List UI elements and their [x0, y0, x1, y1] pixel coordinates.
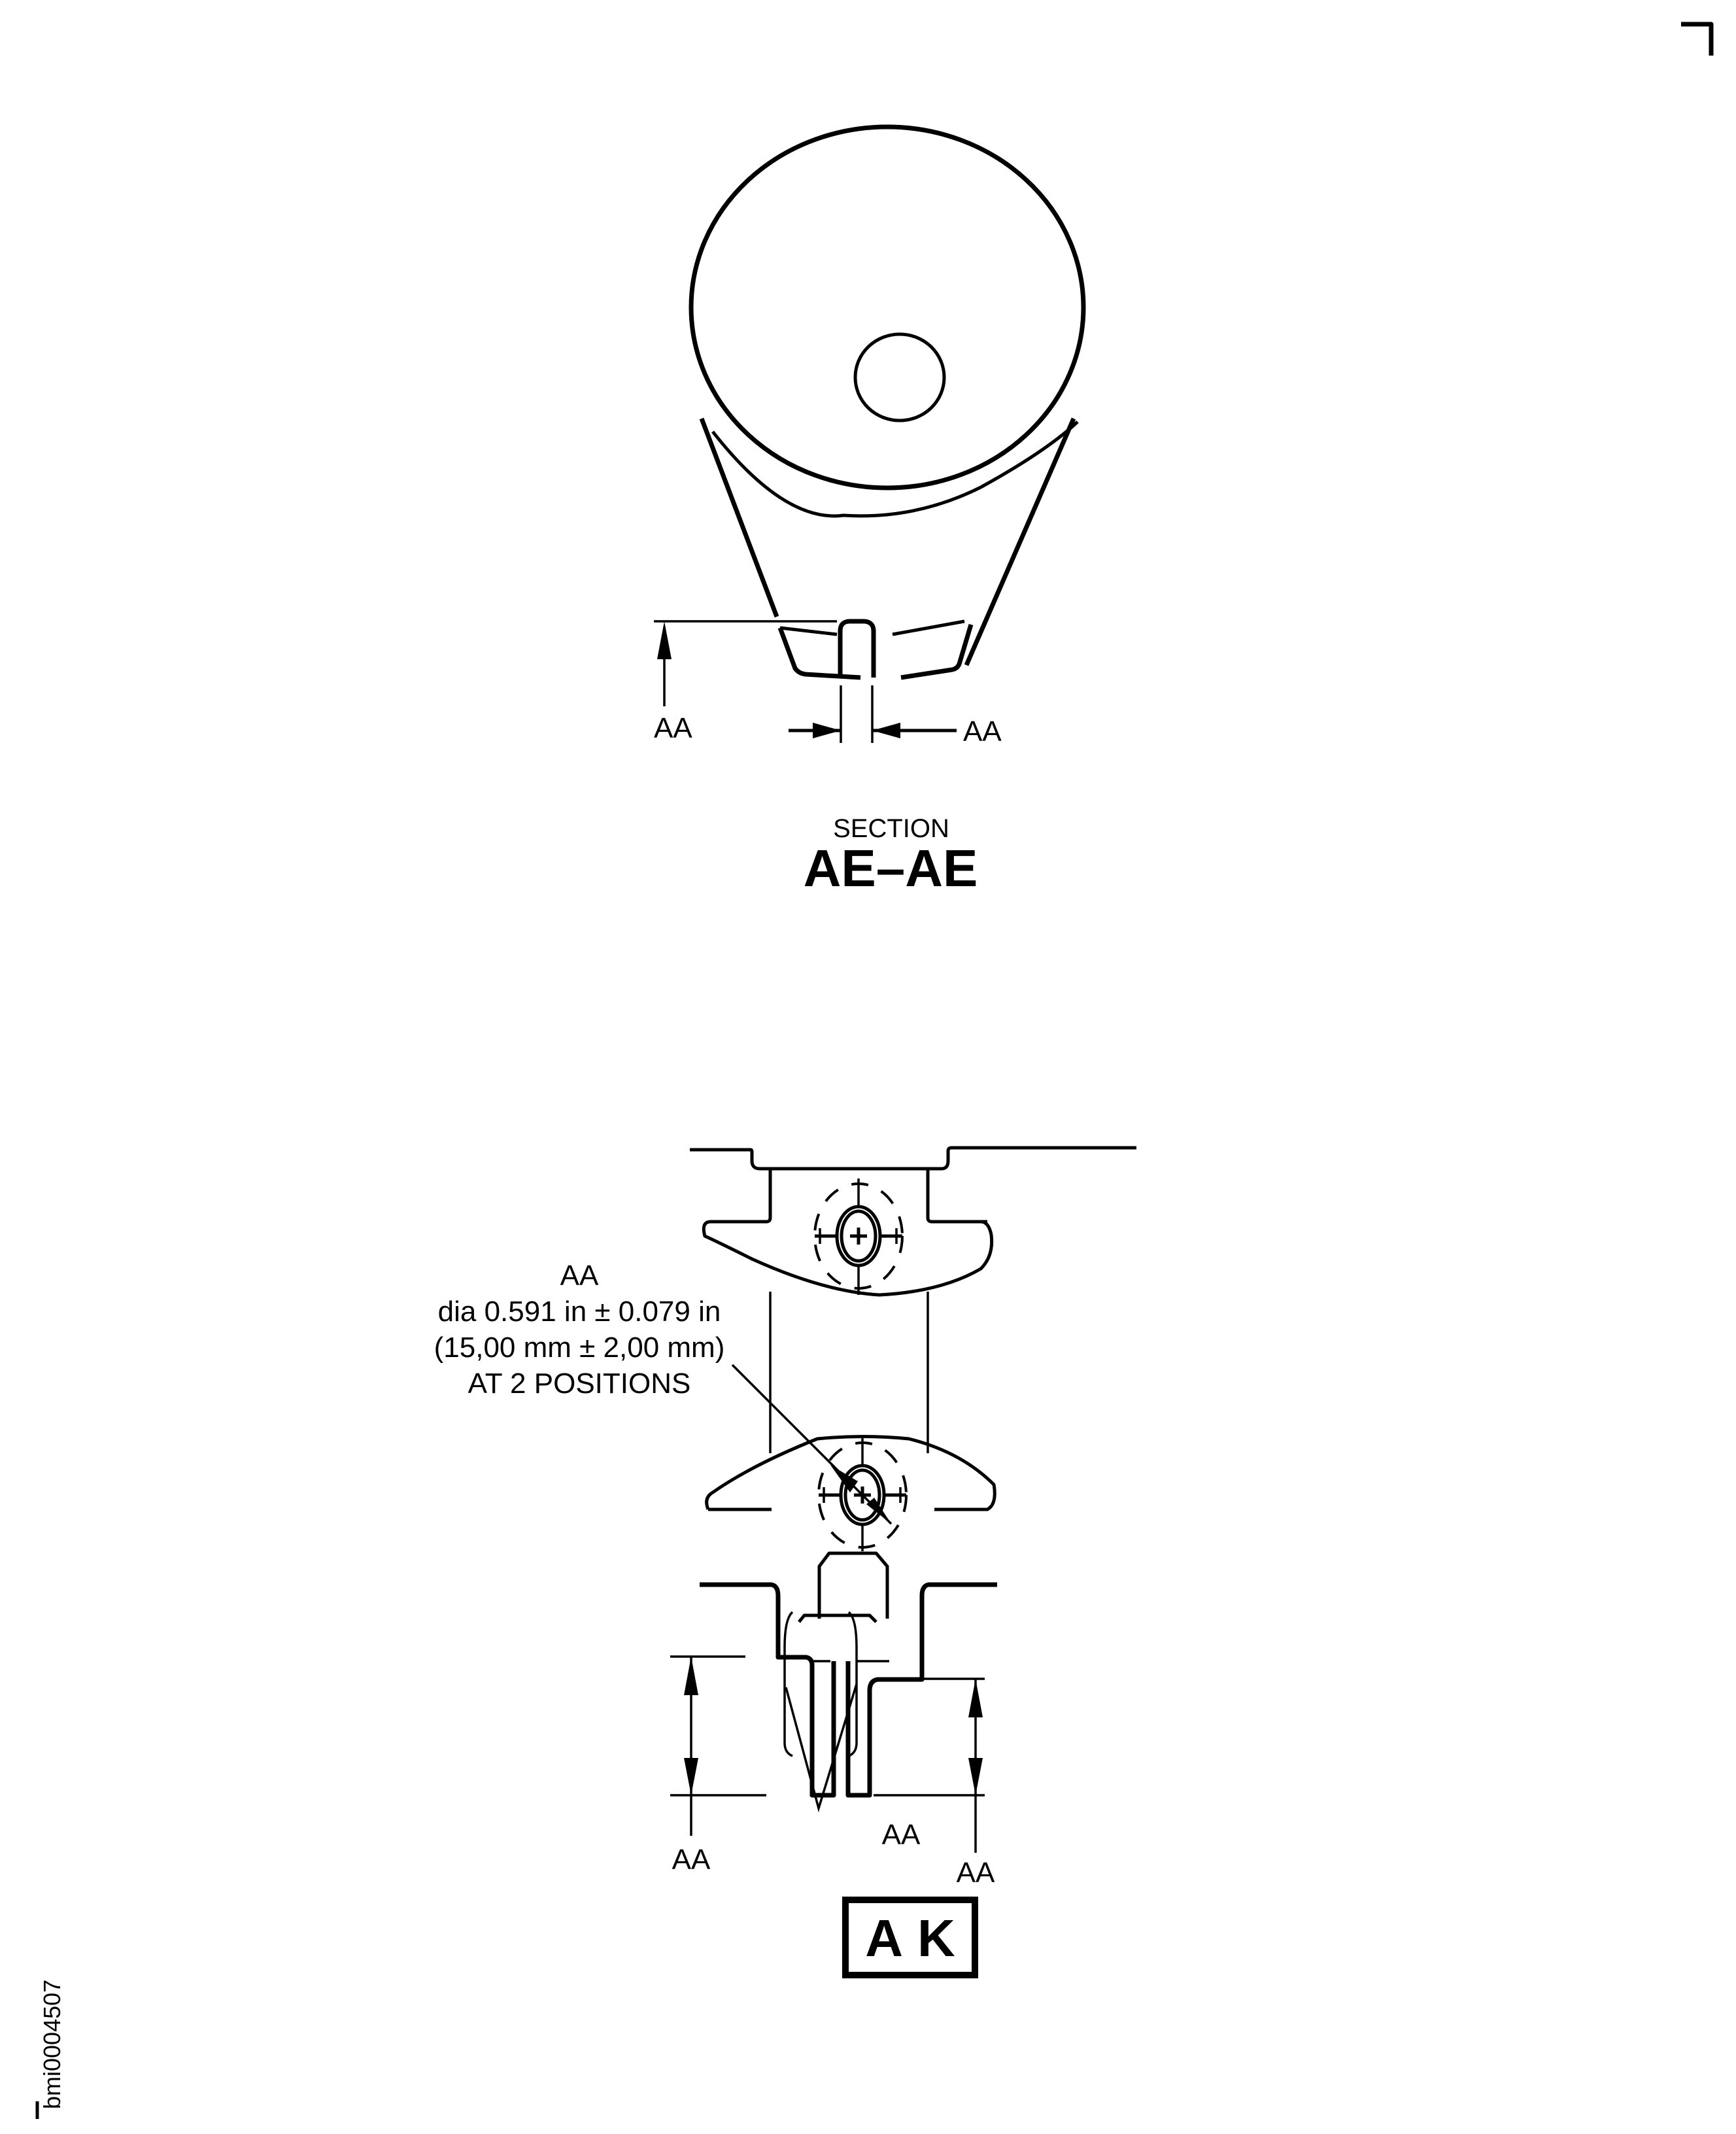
dia-arrow-2	[866, 1498, 891, 1524]
upper-wing	[702, 1220, 994, 1297]
figure-id: bmi0004507	[39, 1980, 65, 2109]
right-dim-arrow-down	[968, 1758, 983, 1795]
left-dim-arrow-down	[684, 1758, 698, 1795]
lower-hole	[817, 1438, 908, 1551]
slot-dim-label: AA	[963, 715, 1002, 748]
view-label-box	[842, 1897, 978, 1978]
foot-right-top	[892, 619, 965, 636]
height-arrow-up	[657, 621, 672, 659]
pin-outline-left	[783, 1611, 794, 1757]
upper-body-right	[926, 1169, 987, 1224]
height-dim-label: AA	[654, 712, 692, 744]
body-right-side	[964, 417, 1076, 666]
left-dim-label: AA	[672, 1844, 711, 1876]
upper-body-left	[711, 1169, 772, 1224]
body-left-side	[699, 417, 779, 618]
section-caption-large: AE–AE	[804, 839, 978, 897]
note-leader-line	[731, 1364, 893, 1525]
lower-tab	[817, 1551, 889, 1619]
svg-text:bmi0004507: bmi0004507	[39, 1980, 65, 2109]
dia-arrow-1	[830, 1465, 858, 1492]
note-line-2: dia 0.591 in ± 0.079 in	[438, 1296, 721, 1328]
right-dim-label: AA	[957, 1857, 995, 1889]
left-dim-arrow-up	[684, 1657, 698, 1695]
pin-outline-right	[847, 1611, 858, 1757]
corner-mark	[1681, 22, 1714, 56]
detail-ak-view: AA AA AA AA dia 0.591 in ± 0.079 in (15,…	[434, 1146, 1136, 1978]
foot-left-top	[779, 626, 838, 636]
top-flange	[690, 1146, 1136, 1171]
section-ae-view: AA AA SECTION AE–AE	[654, 124, 1086, 897]
view-label: AK	[865, 1909, 970, 1967]
inner-pin	[798, 1613, 877, 1623]
foot-left	[777, 627, 861, 680]
center-leader	[785, 1683, 858, 1813]
lower-flange-right	[845, 1582, 997, 1798]
center-dim-label: AA	[882, 1819, 921, 1851]
slot-arrow-right	[813, 723, 841, 738]
upper-hole	[813, 1179, 904, 1295]
slot-arrow-left	[872, 723, 900, 738]
inner-hole	[853, 332, 946, 422]
central-tab	[838, 619, 876, 678]
note-line-4: AT 2 POSITIONS	[468, 1368, 691, 1400]
note-line-1: AA	[560, 1260, 599, 1292]
lower-wing	[705, 1435, 996, 1511]
note-line-3: (15,00 mm ± 2,00 mm)	[434, 1332, 725, 1364]
lower-flange-left	[700, 1582, 836, 1798]
right-dim-arrow-up	[968, 1679, 983, 1717]
inner-arc	[711, 421, 1079, 518]
outer-circle	[689, 124, 1086, 490]
section-caption-small: SECTION	[833, 814, 949, 843]
foot-right	[900, 623, 974, 680]
